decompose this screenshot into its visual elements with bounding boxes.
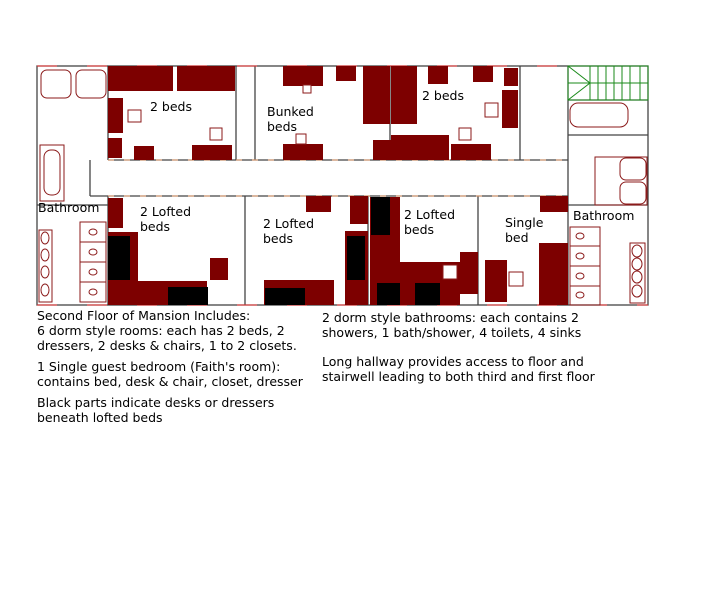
label-lofted-3a: 2 Lofted [404, 207, 455, 222]
label-room-top-right: 2 beds [422, 88, 464, 103]
furniture-lofted-3 [370, 197, 478, 305]
bathroom-left-fixtures [38, 69, 107, 303]
label-lofted-2b: beds [263, 231, 293, 246]
label-single-a: Single [505, 215, 544, 230]
furniture-room-bunked [283, 66, 356, 160]
note-single-room: 1 Single guest bedroom (Faith's room): c… [37, 359, 303, 389]
furniture-single-room [485, 196, 568, 305]
label-lofted-3b: beds [404, 222, 434, 237]
label-lofted-1b: beds [140, 219, 170, 234]
note-hallway: Long hallway provides access to floor an… [322, 354, 595, 384]
note-rooms: Second Floor of Mansion Includes: 6 dorm… [37, 308, 297, 353]
label-bathroom-right: Bathroom [573, 208, 634, 223]
note-bathrooms: 2 dorm style bathrooms: each contains 2 … [322, 310, 582, 340]
note-black-parts: Black parts indicate desks or dressers b… [37, 395, 275, 425]
label-lofted-1a: 2 Lofted [140, 204, 191, 219]
furniture-lofted-1 [108, 198, 228, 305]
doors [108, 159, 568, 197]
label-single-b: bed [505, 230, 529, 245]
label-room-bunked-2: beds [267, 119, 297, 134]
label-bathroom-left: Bathroom [38, 200, 99, 215]
notes-right: 2 dorm style bathrooms: each contains 2 … [322, 310, 622, 390]
label-room-bunked-1: Bunked [267, 104, 314, 119]
stairwell [567, 65, 649, 101]
furniture-room-top-right [363, 66, 518, 160]
bathroom-right-fixtures [569, 102, 648, 306]
furniture-room-top-left [108, 66, 235, 160]
label-room-top-left: 2 beds [150, 99, 192, 114]
furniture-lofted-2 [264, 196, 368, 305]
label-lofted-2a: 2 Lofted [263, 216, 314, 231]
notes-left: Second Floor of Mansion Includes: 6 dorm… [37, 308, 317, 431]
